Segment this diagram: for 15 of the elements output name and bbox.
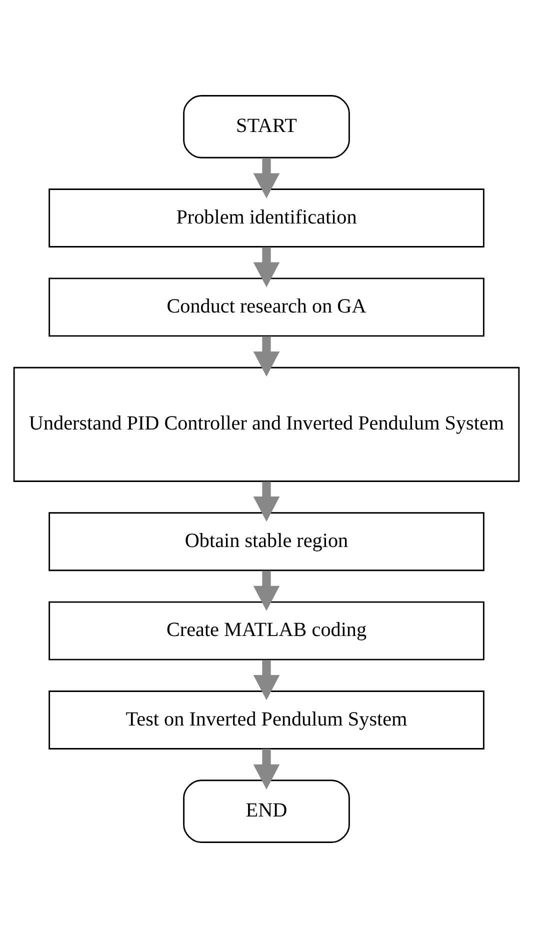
- arrow: [253, 158, 280, 198]
- node-box: Obtain stable region: [48, 512, 484, 571]
- arrow: [253, 570, 280, 610]
- node-box: Problem identification: [48, 188, 484, 247]
- arrow: [253, 660, 280, 700]
- node-box: Test on Inverted Pendulum System: [48, 690, 484, 749]
- node-box: START: [183, 94, 350, 158]
- node-box: Create MATLAB coding: [48, 600, 484, 660]
- arrow: [253, 748, 280, 790]
- node-box: Conduct research on GA: [48, 277, 484, 336]
- arrow: [253, 246, 280, 287]
- arrow: [253, 481, 280, 522]
- node-box: Understand PID Controller and Inverted Pendulum System: [13, 366, 520, 482]
- node-box: END: [183, 779, 350, 842]
- arrow: [253, 336, 280, 376]
